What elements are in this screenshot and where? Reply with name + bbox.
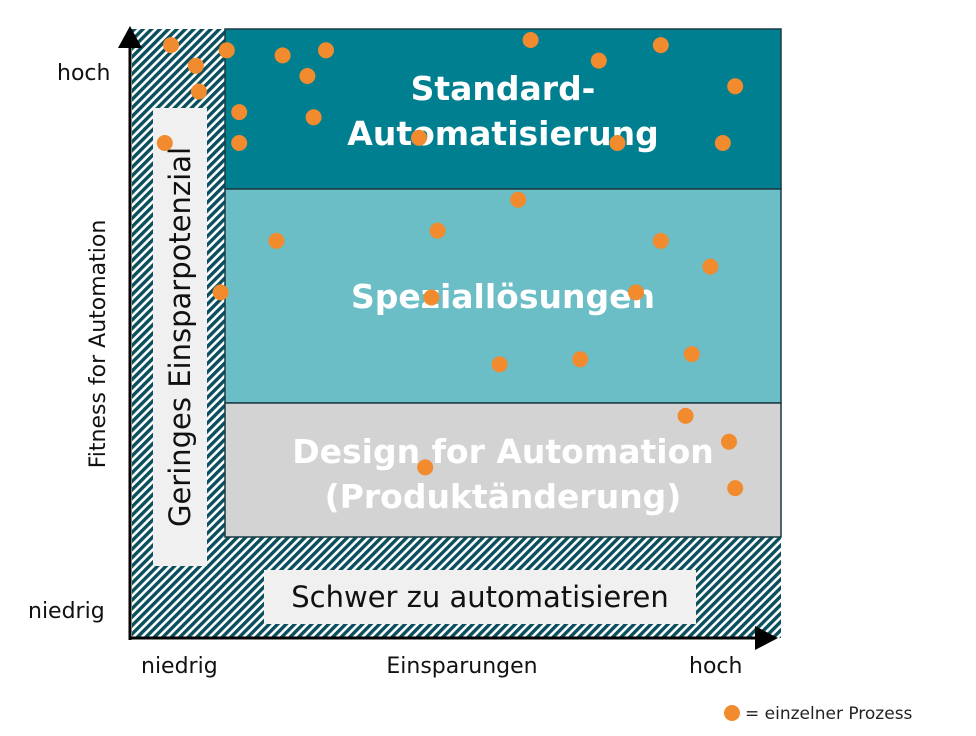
process-point-8	[156, 135, 173, 151]
process-point-23	[702, 258, 719, 275]
process-point-6	[318, 42, 334, 59]
process-point-22	[652, 232, 669, 249]
legend-text: = einzelner Prozess	[745, 704, 913, 724]
process-point-7	[299, 68, 316, 84]
process-point-18	[714, 135, 731, 151]
process-point-19	[268, 232, 285, 249]
design-zone-title-line1: Design for Automation	[292, 432, 714, 471]
process-point-14	[590, 52, 607, 69]
process-point-28	[572, 351, 589, 368]
process-point-15	[652, 37, 669, 54]
process-point-32	[417, 459, 434, 476]
process-point-4	[218, 42, 235, 59]
x-axis-title: Einsparungen	[386, 654, 537, 679]
x-axis-arrow-icon	[755, 626, 778, 650]
process-point-25	[423, 289, 440, 306]
design-for-automation-zone	[224, 402, 782, 538]
process-point-33	[727, 480, 744, 497]
standard-automation-zone	[224, 28, 782, 190]
y-axis-low-label: niedrig	[28, 599, 105, 624]
x-axis-low-label: niedrig	[141, 654, 218, 679]
x-axis-high-label: hoch	[689, 654, 742, 679]
process-point-11	[305, 109, 322, 126]
process-point-24	[212, 284, 229, 301]
y-axis-title: Fitness for Automation	[86, 220, 111, 469]
special-zone-title: Speziallösungen	[351, 277, 655, 316]
process-point-26	[628, 284, 644, 301]
hard-to-automate-label-box	[264, 570, 696, 624]
process-point-16	[727, 78, 744, 95]
process-point-31	[721, 433, 737, 450]
process-point-9	[231, 104, 248, 121]
process-point-2	[187, 57, 204, 74]
process-point-13	[522, 32, 539, 48]
design-zone-title-line2: (Produktänderung)	[325, 477, 682, 516]
process-point-10	[231, 135, 248, 151]
process-points	[156, 32, 744, 497]
y-axis-arrow-icon	[118, 26, 142, 48]
process-point-27	[491, 356, 508, 373]
process-point-1	[163, 37, 179, 54]
process-point-30	[677, 407, 694, 424]
process-point-3	[190, 83, 207, 100]
standard-zone-title-line1: Standard-	[411, 69, 596, 108]
y-axis-high-label: hoch	[57, 61, 110, 86]
hard-to-automate-label: Schwer zu automatisieren	[291, 580, 668, 614]
process-point-21	[510, 191, 527, 208]
process-point-29	[683, 346, 700, 363]
process-point-17	[609, 135, 626, 151]
standard-zone-title-line2: Automatisierung	[347, 114, 658, 153]
low-savings-label-box	[153, 108, 207, 566]
legend-dot-icon	[724, 705, 740, 721]
process-point-12	[411, 129, 427, 146]
process-point-20	[429, 222, 446, 239]
low-savings-label: Geringes Einsparpotenzial	[163, 147, 197, 527]
process-point-5	[274, 47, 291, 64]
